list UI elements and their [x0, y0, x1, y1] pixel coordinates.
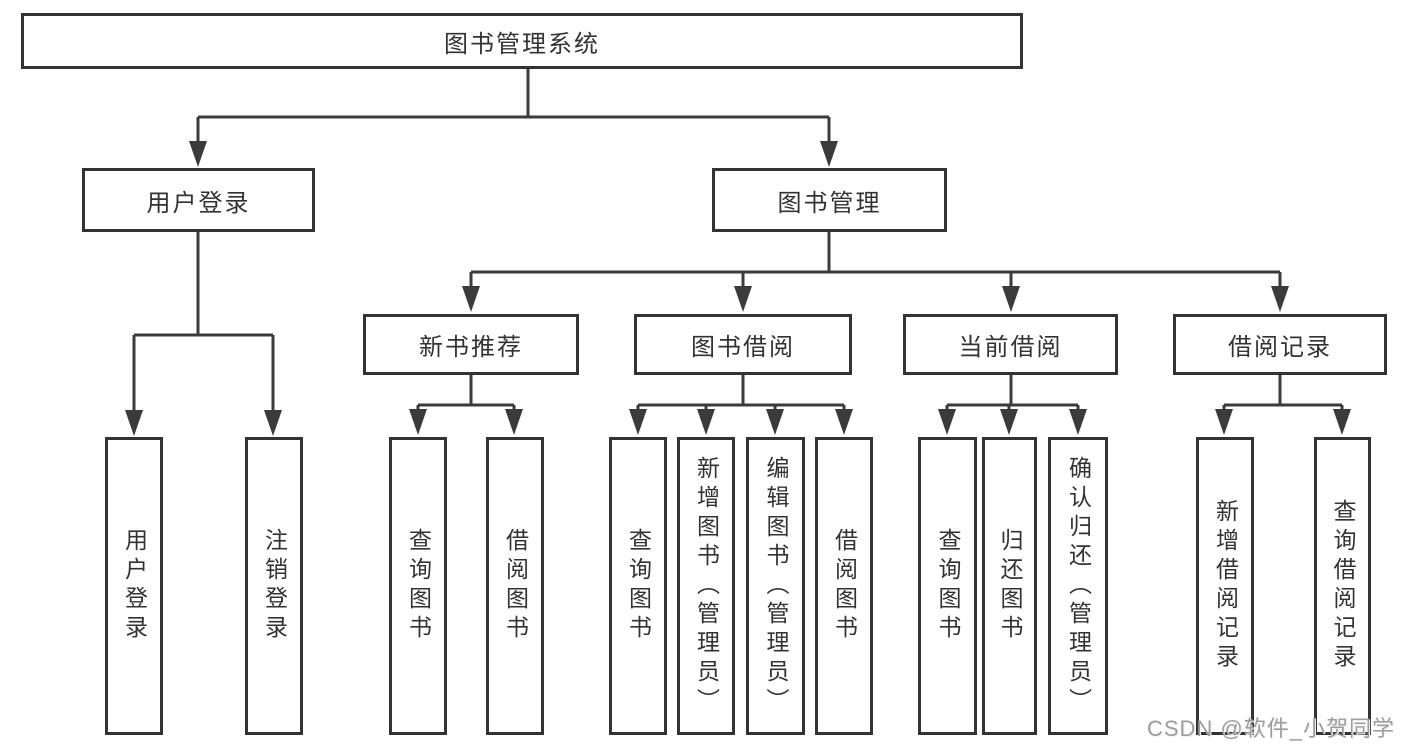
arrowhead — [820, 141, 838, 167]
node-leaf-bw-edit: 编辑图书（管理员） — [746, 437, 805, 735]
node-root-label: 图书管理系统 — [444, 30, 600, 58]
node-user-login: 用户登录 — [82, 168, 315, 232]
node-book-manage-label: 图书管理 — [777, 189, 882, 217]
arrowhead — [938, 409, 956, 435]
node-book-borrow: 图书借阅 — [634, 314, 852, 375]
node-leaf-nb-query-label: 查询图书 — [405, 528, 432, 644]
node-new-book-rec: 新书推荐 — [363, 314, 579, 375]
arrowhead — [1215, 409, 1233, 435]
arrowhead — [264, 410, 282, 436]
node-leaf-cur-return: 归还图书 — [982, 437, 1037, 735]
node-leaf-cur-confirm: 确认归还（管理员） — [1048, 437, 1108, 735]
connector-bookborrow-to-leaves — [636, 375, 846, 413]
arrowhead — [1333, 409, 1351, 435]
arrowhead — [697, 409, 715, 435]
node-leaf-logout: 注销登录 — [245, 437, 303, 735]
node-current-borrow: 当前借阅 — [903, 314, 1118, 375]
node-leaf-rec-query-label: 查询借阅记录 — [1330, 499, 1356, 673]
node-leaf-bw-borrow: 借阅图书 — [815, 437, 873, 735]
arrowhead — [1069, 409, 1087, 435]
arrowhead — [835, 409, 853, 435]
node-leaf-rec-add: 新增借阅记录 — [1196, 437, 1254, 735]
node-leaf-nb-borrow-label: 借阅图书 — [502, 528, 529, 644]
node-leaf-bw-add-label: 新增图书（管理员） — [693, 455, 720, 717]
arrowhead — [462, 286, 480, 312]
arrowhead — [1002, 286, 1020, 312]
node-user-login-label: 用户登录 — [146, 189, 251, 217]
arrowhead — [629, 409, 647, 435]
node-leaf-bw-add: 新增图书（管理员） — [677, 437, 735, 735]
node-leaf-bw-borrow-label: 借阅图书 — [831, 528, 858, 644]
node-leaf-rec-add-label: 新增借阅记录 — [1212, 499, 1239, 673]
node-leaf-bw-query-label: 查询图书 — [625, 528, 652, 644]
node-root: 图书管理系统 — [21, 13, 1023, 69]
connector-root-to-level2 — [196, 69, 831, 144]
node-leaf-nb-borrow: 借阅图书 — [486, 437, 544, 735]
node-new-book-rec-label: 新书推荐 — [419, 334, 523, 361]
connector-borrowrecords-to-leaves — [1222, 375, 1344, 413]
node-borrow-records: 借阅记录 — [1173, 314, 1387, 375]
node-book-borrow-label: 图书借阅 — [691, 334, 795, 361]
node-leaf-nb-query: 查询图书 — [389, 437, 447, 735]
connector-newbookrec-to-leaves — [416, 375, 516, 413]
arrowhead — [1271, 286, 1289, 312]
node-leaf-cur-query: 查询图书 — [918, 437, 977, 735]
node-leaf-logout-label: 注销登录 — [261, 528, 288, 644]
node-leaf-cur-confirm-label: 确认归还（管理员） — [1065, 455, 1092, 717]
arrowhead — [1000, 409, 1018, 435]
arrowhead — [125, 410, 143, 436]
node-current-borrow-label: 当前借阅 — [958, 334, 1063, 361]
node-leaf-rec-query: 查询借阅记录 — [1314, 437, 1371, 735]
node-leaf-bw-query: 查询图书 — [609, 437, 667, 735]
node-leaf-cur-return-label: 归还图书 — [997, 528, 1023, 644]
node-leaf-user-login: 用户登录 — [105, 437, 163, 735]
node-borrow-records-label: 借阅记录 — [1228, 334, 1332, 361]
arrowhead — [189, 141, 207, 167]
arrowhead — [505, 409, 523, 435]
connector-bookmanage-to-level3 — [469, 232, 1282, 289]
arrowhead — [734, 286, 752, 312]
connector-currentborrow-to-leaves — [945, 375, 1080, 413]
csdn-watermark: CSDN @软件_小贺同学 — [1146, 716, 1395, 741]
node-leaf-user-login-label: 用户登录 — [121, 528, 148, 644]
node-book-manage: 图书管理 — [712, 168, 947, 232]
arrowhead — [409, 409, 427, 435]
node-leaf-bw-edit-label: 编辑图书（管理员） — [763, 455, 789, 717]
node-leaf-cur-query-label: 查询图书 — [935, 528, 961, 644]
arrowhead — [766, 409, 784, 435]
connector-userlogin-to-leaves — [132, 232, 275, 413]
